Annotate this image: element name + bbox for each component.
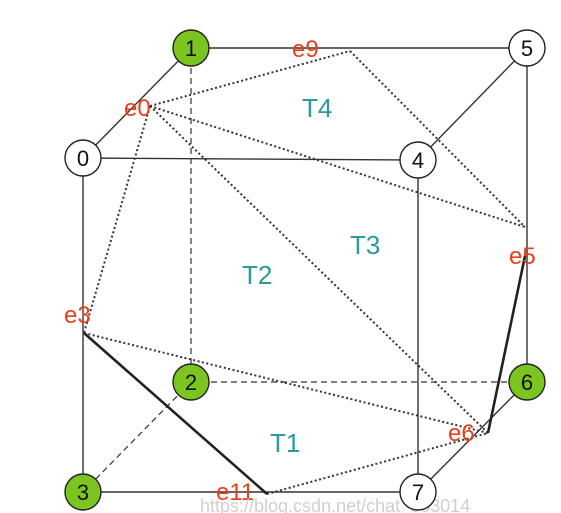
tri-edge-e6-e5	[486, 255, 527, 434]
vertex-4-label: 4	[412, 148, 424, 173]
triangle-edges	[83, 50, 526, 495]
vertex-1-circle	[172, 29, 210, 67]
face-triangle-edges	[83, 255, 527, 495]
tri-edge-e0-e3	[83, 105, 151, 334]
vertex-4-circle	[399, 141, 437, 179]
edge-label-e9: e9	[292, 36, 319, 63]
vertex-2-label: 2	[185, 370, 197, 395]
edge-label-e3: e3	[64, 302, 91, 329]
vertex-0: 0	[64, 139, 102, 177]
vertex-0-label: 0	[77, 146, 89, 171]
vertex-6-label: 6	[521, 370, 533, 395]
vertex-1: 1	[172, 29, 210, 67]
triangle-labels: T1 T2 T3 T4	[242, 93, 380, 458]
hidden-edge-2-3	[82, 381, 192, 493]
tri-edge-e3-e6	[83, 332, 489, 434]
vertex-7-label: 7	[412, 480, 424, 505]
tri-edge-e9-e5	[349, 50, 526, 228]
vertex-5-label: 5	[521, 36, 533, 61]
vertex-6-circle	[508, 363, 546, 401]
vertex-2: 2	[172, 363, 210, 401]
tri-edge-e0-e5	[149, 105, 526, 228]
vertex-3-circle	[64, 473, 102, 511]
cube-edge-1-0	[82, 47, 192, 159]
vertex-5: 5	[508, 29, 546, 67]
hidden-cube-edges	[82, 48, 527, 493]
vertex-1-label: 1	[185, 36, 197, 61]
vertex-6: 6	[508, 363, 546, 401]
cube-vertices: 0 1 2 3 4 5 6 7	[64, 29, 546, 511]
vertex-0-circle	[64, 139, 102, 177]
vertex-2-circle	[172, 363, 210, 401]
vertex-5-circle	[508, 29, 546, 67]
edge-label-e0: e0	[124, 95, 151, 122]
vertex-4: 4	[399, 141, 437, 179]
cube-edge-0-4	[82, 157, 419, 161]
vertex-7: 7	[399, 473, 437, 511]
tri-edge-e0-e9	[149, 50, 351, 107]
edge-label-e6: e6	[448, 420, 475, 447]
cube-edge-5-4	[417, 47, 528, 161]
vertex-3-label: 3	[77, 480, 89, 505]
triangle-label-t4: T4	[302, 93, 332, 123]
edge-label-e11: e11	[216, 479, 254, 506]
tri-edge-e3-e11	[83, 332, 268, 495]
tri-edge-e0-e6	[149, 105, 489, 434]
triangle-label-t3: T3	[350, 230, 380, 260]
triangle-label-t1: T1	[270, 428, 300, 458]
vertex-7-circle	[399, 473, 437, 511]
edge-point-labels: e0 e3 e5 e6 e9 e11	[64, 36, 536, 506]
vertex-3: 3	[64, 473, 102, 511]
triangle-label-t2: T2	[242, 260, 272, 290]
edge-label-e5: e5	[509, 243, 536, 270]
